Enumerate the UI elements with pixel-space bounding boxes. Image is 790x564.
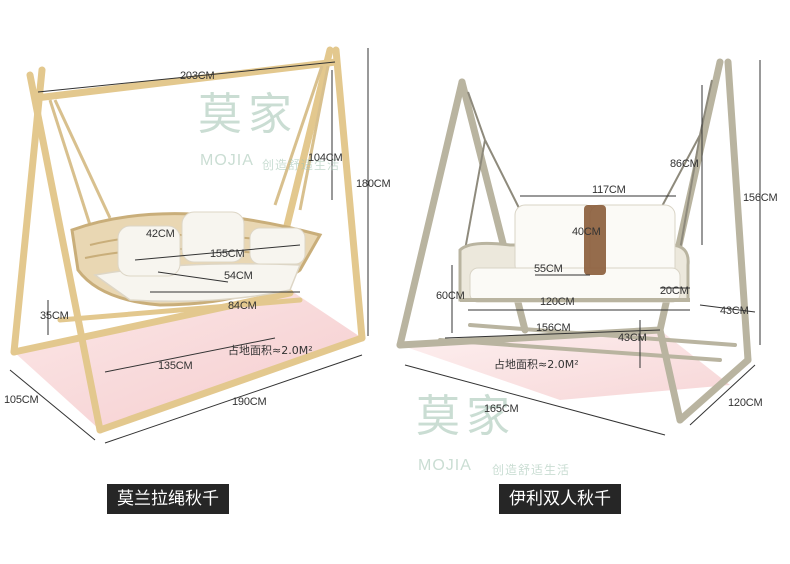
right-dim-base-length: 165CM — [484, 403, 519, 415]
right-dim-chain: 86CM — [670, 158, 699, 170]
left-product-caption: 莫兰拉绳秋千 — [107, 484, 229, 514]
right-dim-front-clearance: 43CM — [618, 332, 647, 344]
left-floor-area — [14, 290, 365, 430]
right-seat — [458, 204, 690, 303]
watermark-slogan-bottom: 创造舒适生活 — [492, 463, 571, 477]
left-ropes — [48, 65, 330, 226]
left-dimension-lines — [9, 48, 369, 444]
right-product-caption: 伊利双人秋千 — [499, 484, 621, 514]
left-dim-seat-width: 155CM — [210, 248, 245, 260]
left-dim-base-depth: 105CM — [4, 394, 39, 406]
left-dim-top-width: 203CM — [180, 70, 215, 82]
right-dimension-lines — [404, 60, 761, 436]
left-seat — [70, 211, 323, 307]
right-dim-seat-depth: 55CM — [534, 263, 563, 275]
right-dim-base-depth: 120CM — [728, 397, 763, 409]
left-frame — [10, 46, 366, 434]
right-dim-back-height: 40CM — [572, 226, 601, 238]
right-dim-seat-width: 117CM — [592, 184, 626, 196]
left-dim-seat-bottom: 84CM — [228, 300, 257, 312]
right-dim-armrest: 20CM — [660, 285, 689, 297]
watermark-brand-bottom: MOJIA — [418, 457, 472, 474]
left-dim-ground-clearance: 35CM — [40, 310, 69, 322]
watermark-slogan-top: 创造舒适生活 — [262, 158, 341, 172]
left-swing — [9, 46, 369, 444]
left-dim-seat-depth: 54CM — [224, 270, 253, 282]
left-dim-height: 180CM — [356, 178, 391, 190]
watermark-brand-top: MOJIA — [200, 152, 254, 169]
right-dim-seat-height: 60CM — [436, 290, 465, 302]
right-area-label: 占地面积≈2.0M² — [494, 358, 579, 371]
watermark-logo-bottom: 莫家 — [416, 391, 516, 442]
right-dim-inner-base: 156CM — [536, 322, 571, 334]
right-dim-side-depth: 43CM — [720, 305, 749, 317]
left-dim-rope: 104CM — [308, 152, 343, 164]
watermark-logo-top: 莫家 — [198, 89, 298, 140]
left-dim-base-length: 190CM — [232, 396, 267, 408]
right-dim-seat-bottom: 120CM — [540, 296, 575, 308]
right-dim-height: 156CM — [743, 192, 778, 204]
left-area-label: 占地面积≈2.0M² — [228, 344, 313, 357]
left-dim-inner-base: 135CM — [158, 360, 193, 372]
left-dim-back-height: 42CM — [146, 228, 175, 240]
right-swing — [396, 58, 761, 436]
right-floor-area — [400, 330, 730, 400]
